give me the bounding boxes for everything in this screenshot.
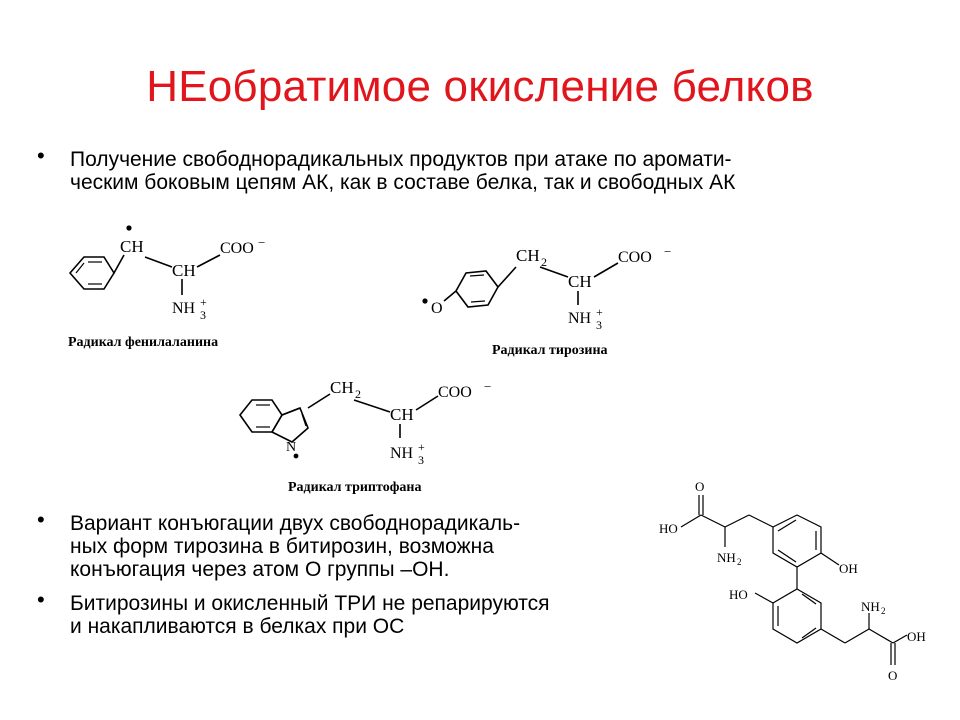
bullet-line: ческим боковым цепям АК, как в составе б… [70,171,736,194]
structure-caption: Радикал фенилаланина [68,335,218,350]
carboxylate-label: COO [618,249,652,266]
bullet-dityrosine-conjugation: • Вариант конъюгации двух свободнорадика… [37,508,521,581]
plus-sign: + [596,305,603,319]
subscript: 2 [737,557,742,567]
plus-sign: + [418,440,425,454]
amine-label: NH [861,599,880,614]
page-title: НЕобратимое окисление белков [146,62,814,111]
minus-sign: − [664,244,671,259]
dityrosine-structure: O HO NH 2 OH HO NH 2 OH O [659,479,926,683]
hydroxyl-label: HO [659,521,678,536]
bullet-line: конъюгация через атом О группы –ОН. [70,558,450,581]
subscript: 3 [418,453,424,467]
indole-pyrrole-ring [270,406,309,443]
bullet-line: Битирозины и окисленный ТРИ не репарирую… [70,592,550,615]
bullet-dityrosine-accumulation: • Битирозины и окисленный ТРИ не репарир… [37,588,550,638]
tryptophan-radical-structure: N CH 2 CH COO − NH + 3 Радикал триптофан… [238,378,491,495]
tyrosine-radical-structure: O CH 2 CH COO − NH + 3 Радикал тирозина [422,244,671,358]
radical-dot [126,225,132,231]
bullet-radical-products: • Получение свободнорадикальных продукто… [37,144,736,194]
oxygen-label: O [431,300,443,317]
phenylalanine-radical-structure: CH CH COO − NH + 3 Радикал фенилаланина [68,225,265,350]
carboxylate-label: COO [220,240,254,257]
plus-sign: + [200,295,207,309]
lower-benzene-ring [772,588,822,644]
hydroxyl-label: OH [839,561,858,576]
minus-sign: − [258,235,265,250]
radical-dot [422,298,428,304]
bullet-line: и накапливаются в белках при ОС [70,615,405,638]
subscript: 3 [596,318,602,332]
bullet-line: Получение свободнорадикальных продуктов … [70,148,732,171]
subscript: 2 [355,387,361,401]
amino-label: NH [172,300,196,317]
bullet-dot: • [37,507,45,532]
subscript: 2 [541,255,547,269]
bullet-line: ных форм тирозина в битирозин, возможна [70,535,494,558]
subscript: 2 [881,606,886,616]
ch-label: CH [568,272,592,291]
radical-dot [293,453,299,459]
amino-label: NH [568,310,592,327]
amino-label: NH [390,445,414,462]
subscript: 3 [200,308,206,322]
upper-benzene-ring [772,514,822,568]
minus-sign: − [484,379,491,394]
ch-label: CH [390,405,414,424]
amine-label: NH [717,550,736,565]
oxygen-label: O [695,479,704,494]
ch-label: CH [120,237,144,256]
bullet-line: Вариант конъюгации двух свободнорадикаль… [70,512,521,535]
structure-caption: Радикал тирозина [492,343,608,358]
bullet-dot: • [37,587,45,612]
carboxylate-label: COO [438,384,472,401]
ch2-label: CH [330,378,354,397]
structure-caption: Радикал триптофана [288,480,421,495]
hydroxyl-label: HO [729,587,748,602]
oxygen-label: O [888,668,897,683]
bullet-dot: • [37,143,45,168]
nitrogen-label: N [286,440,296,455]
ch2-label: CH [516,246,540,265]
hydroxyl-label: OH [907,629,926,644]
ch-label: CH [172,261,196,280]
